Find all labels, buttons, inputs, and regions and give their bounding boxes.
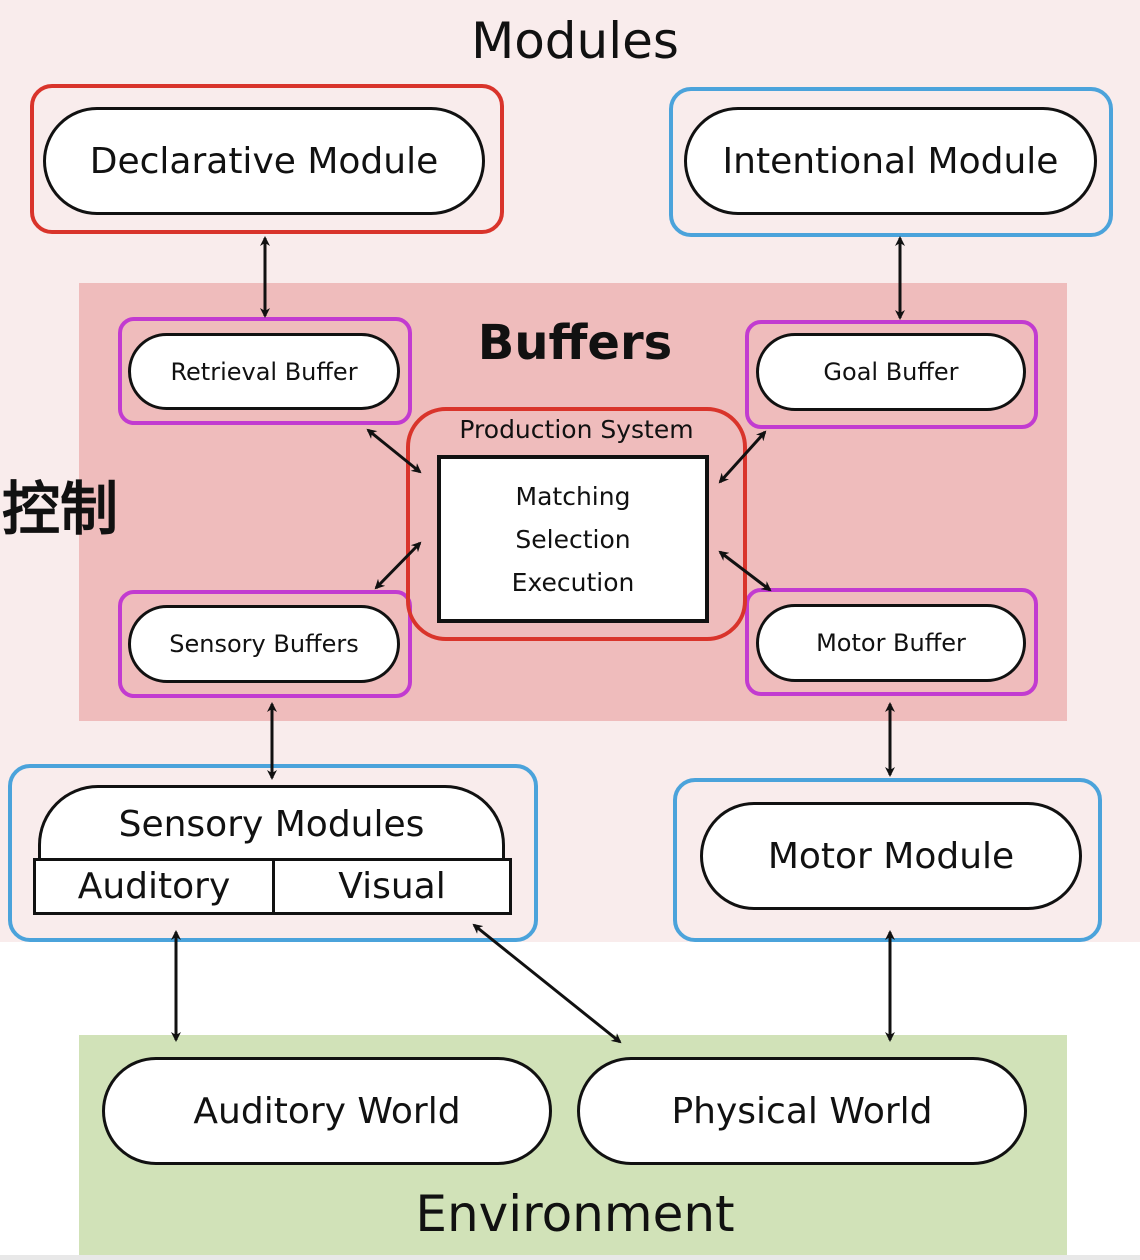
intentional-module: Intentional Module <box>684 107 1097 215</box>
bottom-strip <box>0 1255 1140 1260</box>
motor-buffer-frame <box>745 588 1038 696</box>
motor-module: Motor Module <box>700 802 1082 910</box>
retrieval-buffer-frame <box>118 317 412 425</box>
sensory-buffers: Sensory Buffers <box>128 605 400 683</box>
modules-title: Modules <box>471 12 679 70</box>
production-system-title: Production System <box>459 415 694 444</box>
control-label: 控制 <box>2 475 119 543</box>
motor-buffer: Motor Buffer <box>756 604 1026 682</box>
arrow-visual-physical <box>472 923 622 1044</box>
step-execution: Execution <box>511 567 635 597</box>
sensory-buffers-frame <box>118 590 412 698</box>
production-system-steps: Matching Selection Execution <box>437 455 709 623</box>
buffers-title: Buffers <box>477 315 673 371</box>
retrieval-buffer: Retrieval Buffer <box>128 333 400 410</box>
declarative-module: Declarative Module <box>43 107 485 215</box>
arrow-sensory-production <box>374 541 422 590</box>
goal-buffer: Goal Buffer <box>756 333 1026 411</box>
sensory-modules-title: Sensory Modules <box>38 785 505 861</box>
goal-buffer-frame <box>745 320 1038 429</box>
sensory-visual: Visual <box>272 858 512 915</box>
step-selection: Selection <box>515 524 631 554</box>
arrow-motor-production <box>718 550 772 592</box>
intentional-module-frame <box>669 87 1113 237</box>
sensory-auditory: Auditory <box>33 858 275 915</box>
production-system-frame <box>406 407 747 641</box>
arrow-retrieval-production <box>366 428 422 474</box>
physical-world: Physical World <box>577 1057 1027 1165</box>
step-matching: Matching <box>515 481 631 511</box>
environment-title: Environment <box>415 1185 735 1243</box>
declarative-module-frame <box>30 84 504 234</box>
arrow-goal-production <box>718 430 767 484</box>
auditory-world: Auditory World <box>102 1057 552 1165</box>
